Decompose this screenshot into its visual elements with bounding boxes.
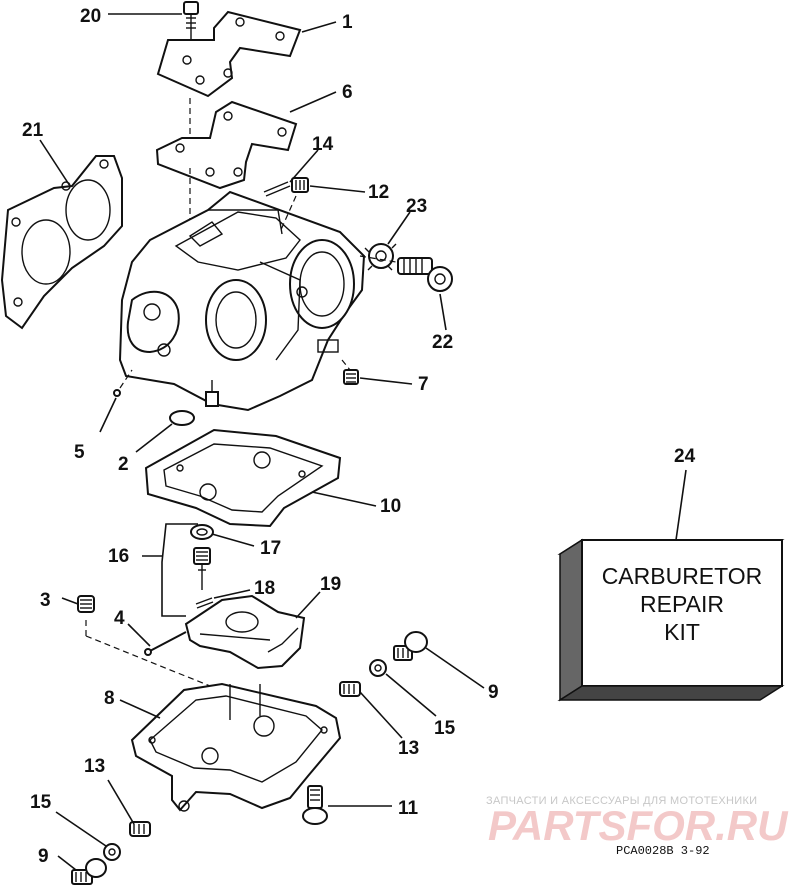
- callout-16: 16: [108, 546, 129, 567]
- washer-part-17: [190, 524, 214, 540]
- screw-part-20: [183, 1, 199, 62]
- callout-13-right: 13: [398, 738, 419, 759]
- bolt-part-11: [302, 785, 328, 825]
- callout-23: 23: [406, 196, 427, 217]
- cover-plate-part-1: [156, 10, 302, 98]
- callout-15-right: 15: [434, 718, 456, 739]
- watermark-brand: PARTSFOR.RU: [488, 802, 789, 849]
- callout-21: 21: [22, 120, 44, 141]
- callout-15-bottom: 15: [30, 792, 52, 813]
- callout-22: 22: [432, 332, 453, 353]
- repair-kit-box-part-24: CARBURETOR REPAIR KIT: [557, 538, 785, 702]
- callout-11: 11: [398, 798, 419, 819]
- callout-9-bottom: 9: [38, 846, 49, 867]
- kit-label-line1: CARBURETOR: [602, 563, 763, 589]
- kit-label-line3: KIT: [664, 619, 700, 645]
- screw-part-13-bottom: [129, 821, 151, 837]
- callout-6: 6: [342, 82, 353, 103]
- watermark: ЗАПЧАСТИ И АКСЕССУАРЫ ДЛЯ МОТОТЕХНИКИ PA…: [486, 795, 789, 849]
- callout-18: 18: [254, 578, 275, 599]
- float-bowl-part-8: [130, 682, 342, 812]
- callout-14: 14: [312, 134, 334, 155]
- pin-part-14: [263, 181, 291, 197]
- fitting-part-12: [279, 177, 309, 233]
- watermark-tagline: ЗАПЧАСТИ И АКСЕССУАРЫ ДЛЯ МОТОТЕХНИКИ: [486, 795, 757, 807]
- callout-8: 8: [104, 688, 115, 709]
- drawing-code: PCA0028B 3-92: [616, 844, 710, 858]
- callout-3: 3: [40, 590, 51, 611]
- carburetor-body: [118, 190, 366, 412]
- screw-part-13-right: [339, 681, 361, 697]
- callout-2: 2: [118, 454, 129, 475]
- callout-4: 4: [114, 608, 125, 629]
- callout-5: 5: [74, 442, 85, 463]
- callout-19: 19: [320, 574, 341, 595]
- washer-part-15-bottom: [103, 843, 121, 861]
- flange-gasket-part-21: [0, 155, 123, 330]
- screw-part-9-right: [393, 631, 428, 661]
- screw-part-9-bottom: [71, 858, 107, 885]
- callout-20: 20: [80, 6, 101, 27]
- callout-7: 7: [418, 374, 429, 395]
- lock-washer-part-23: [364, 243, 397, 271]
- gasket-part-6: [155, 98, 298, 232]
- gasket-part-10: [144, 428, 342, 528]
- pin-part-18: [195, 597, 214, 609]
- needle-valve-part-16: [193, 547, 211, 590]
- callout-10: 10: [380, 496, 401, 517]
- pin-part-4: [144, 631, 187, 656]
- o-ring-part-2: [169, 410, 195, 426]
- float-part-19: [184, 594, 306, 670]
- spring-part-7: [341, 359, 359, 385]
- washer-part-15-right: [369, 659, 387, 677]
- leader-lines: [39, 13, 687, 871]
- callout-numbers: 20 1 6 21 14 12 23 22 7 5 2 10 17 16 18 …: [22, 6, 696, 867]
- callout-24: 24: [674, 446, 696, 467]
- screw-part-3: [77, 595, 221, 691]
- bolt-part-22: [359, 255, 453, 292]
- bracket-16: [161, 523, 198, 617]
- callout-17: 17: [260, 538, 281, 559]
- callout-1: 1: [342, 12, 353, 33]
- callout-9-right: 9: [488, 682, 499, 703]
- callout-13-bottom: 13: [84, 756, 105, 777]
- kit-label-line2: REPAIR: [640, 591, 724, 617]
- callout-12: 12: [368, 182, 389, 203]
- ball-part-5: [113, 369, 133, 397]
